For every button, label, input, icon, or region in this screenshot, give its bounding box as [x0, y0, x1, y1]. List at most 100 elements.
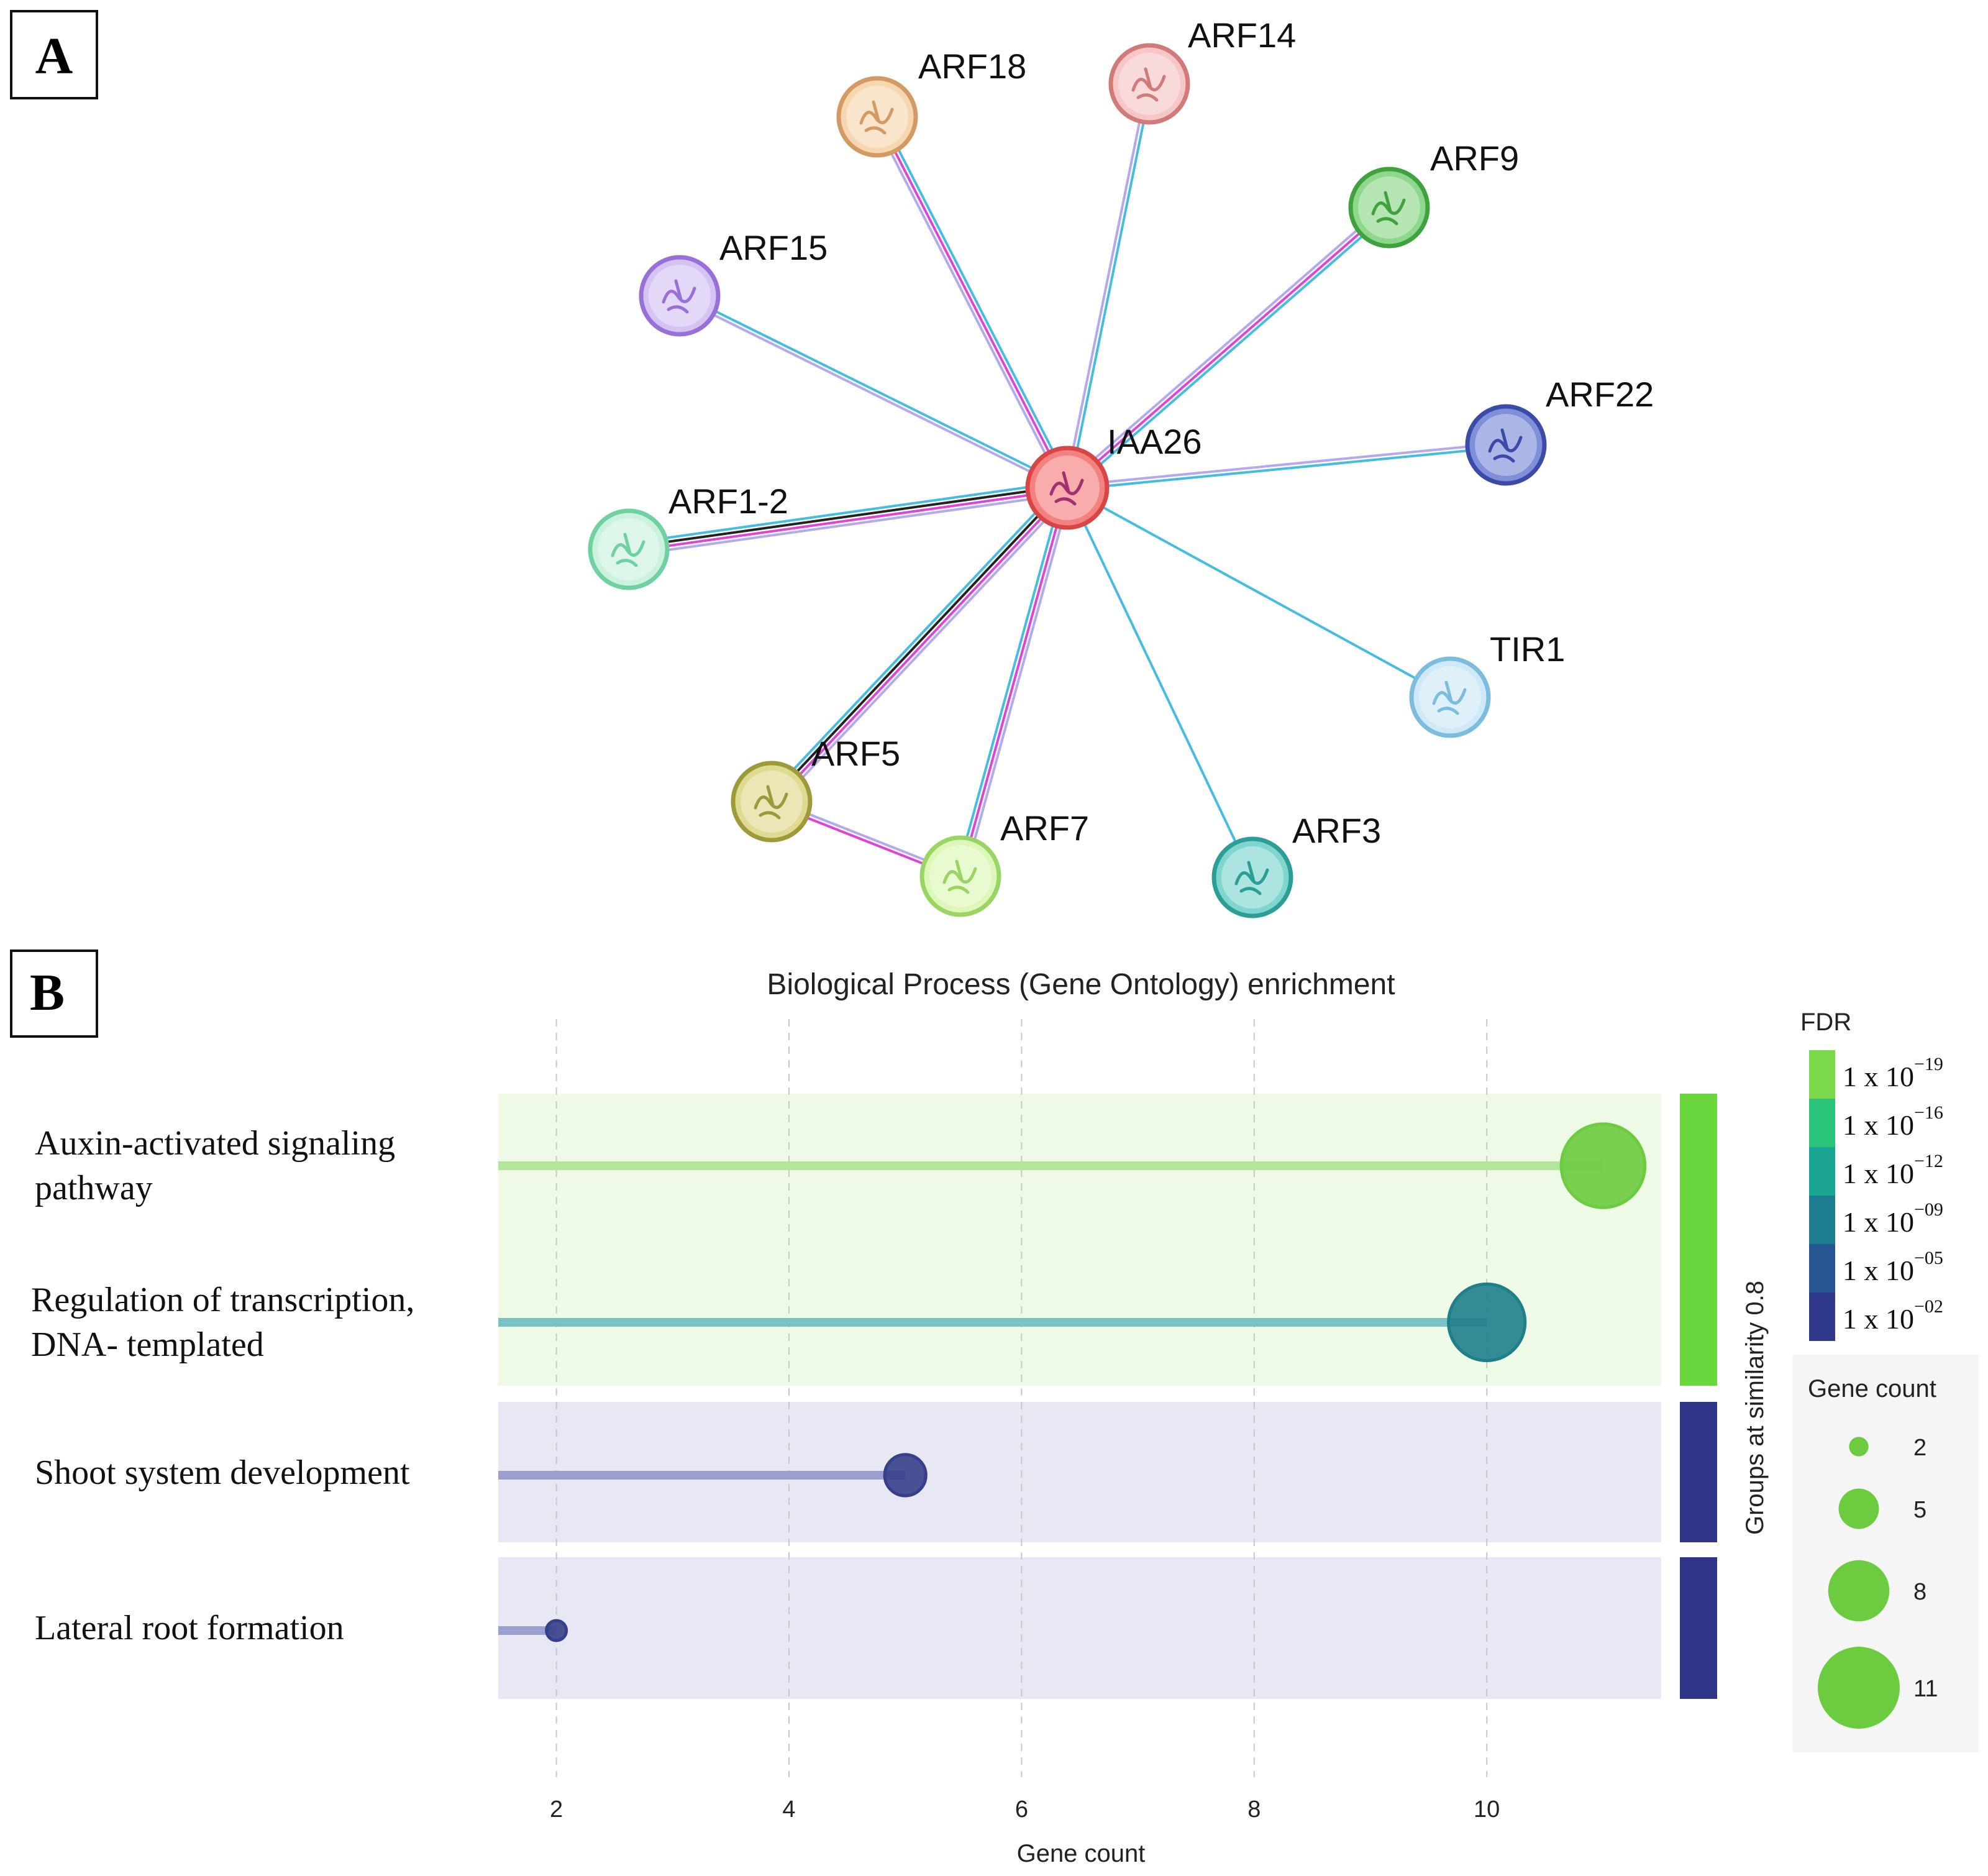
lollipop-dot-1[interactable]	[1447, 1282, 1527, 1363]
term-label-line: Lateral root formation	[35, 1609, 344, 1647]
structure-strand	[611, 533, 645, 567]
size-legend-dot-5	[1838, 1488, 1879, 1529]
node-arf15[interactable]: ARF15	[639, 228, 828, 337]
node-label-tir1: TIR1	[1490, 629, 1565, 669]
node-label-arf7: ARF7	[1000, 808, 1089, 848]
edge-line	[627, 480, 1067, 545]
edge-iaa26-arf1-2	[627, 480, 1069, 557]
fdr-exponent: −16	[1914, 1102, 1943, 1123]
edge-line	[1067, 487, 1451, 698]
term-labels: Auxin-activated signaling pathwayRegulati…	[31, 1124, 414, 1647]
edge-line	[959, 487, 1069, 877]
edge-line	[769, 485, 1067, 802]
group-band-3	[498, 1557, 1661, 1699]
edge-iaa26-arf9	[1064, 203, 1393, 492]
edge-iaa26-arf7	[955, 486, 1073, 878]
lollipop-dot-3[interactable]	[545, 1619, 568, 1642]
term-label-1: Regulation of transcription,DNA- templat…	[31, 1281, 414, 1364]
node-arf5[interactable]: ARF5	[731, 734, 900, 843]
protein-structure-icon	[1371, 191, 1406, 226]
node-arf22[interactable]: ARF22	[1465, 375, 1654, 486]
node-iaa26[interactable]: IAA26	[1025, 422, 1202, 530]
structure-strand	[1049, 471, 1084, 506]
edge-line	[775, 491, 1073, 807]
protein-structure-icon	[1234, 861, 1269, 895]
edge-line	[1069, 209, 1393, 492]
node-arf9[interactable]: ARF9	[1348, 139, 1519, 249]
fdr-label-4: 1 x 10−05	[1843, 1248, 1943, 1286]
fdr-exponent: −19	[1914, 1054, 1943, 1074]
edge-line	[1066, 206, 1390, 489]
protein-structure-icon	[859, 100, 894, 135]
edge-line	[1068, 84, 1153, 489]
fdr-label-2: 1 x 10−12	[1843, 1151, 1943, 1189]
panel-a: A ARF18ARF14ARF9ARF15ARF22ARF1-2TIR1ARF5…	[10, 10, 1654, 918]
term-label-line: Auxin-activated signaling	[35, 1124, 395, 1163]
edge-line	[1064, 83, 1149, 488]
gene-count-legend-title: Gene count	[1808, 1375, 1936, 1402]
size-legend-label-11: 11	[1913, 1676, 1938, 1702]
node-label-arf22: ARF22	[1546, 375, 1654, 414]
node-label-arf1-2: ARF1-2	[668, 482, 788, 521]
edge-iaa26-arf15	[678, 293, 1069, 491]
chart-marks	[498, 1122, 1647, 1642]
edge-line	[772, 488, 1070, 804]
size-legend-label-2: 2	[1913, 1435, 1926, 1461]
term-label-line: Regulation of transcription,	[31, 1281, 414, 1319]
protein-structure-icon	[662, 279, 696, 314]
structure-strand	[942, 859, 977, 894]
fdr-label-5: 1 x 10−02	[1843, 1296, 1943, 1335]
protein-structure-icon	[1432, 680, 1467, 715]
term-label-2: Shoot system development	[35, 1453, 410, 1492]
node-arf7[interactable]: ARF7	[919, 808, 1089, 917]
x-axis-label: Gene count	[1017, 1840, 1146, 1867]
edge-iaa26-arf14	[1064, 83, 1153, 489]
edge-line	[680, 293, 1069, 487]
fdr-exponent: −12	[1914, 1151, 1943, 1171]
fdr-mantissa: 1 x 10	[1843, 1255, 1914, 1286]
group-bar-2	[1680, 1402, 1717, 1542]
node-arf3[interactable]: ARF3	[1211, 811, 1381, 918]
size-legend-dot-8	[1828, 1560, 1890, 1622]
edge-line	[1064, 203, 1388, 486]
node-label-arf18: ARF18	[918, 47, 1026, 86]
protein-structure-icon	[611, 533, 645, 567]
size-legend-label-8: 8	[1913, 1579, 1926, 1605]
edge-line	[955, 486, 1065, 876]
fdr-swatch-0	[1809, 1050, 1835, 1099]
protein-structure-icon	[1131, 67, 1166, 102]
protein-structure-icon	[1049, 471, 1084, 506]
node-arf14[interactable]: ARF14	[1108, 16, 1296, 125]
term-label-0: Auxin-activated signaling pathway	[35, 1124, 395, 1207]
edge-iaa26-arf3	[1066, 487, 1254, 878]
size-legend-dot-11	[1818, 1647, 1900, 1729]
term-label-3: Lateral root formation	[35, 1609, 344, 1647]
structure-strand	[754, 785, 788, 820]
edge-iaa26-arf5	[766, 482, 1073, 807]
lollipop-dot-2[interactable]	[883, 1453, 928, 1498]
protein-structure-icon	[754, 785, 788, 820]
fdr-mantissa: 1 x 10	[1843, 1206, 1914, 1238]
group-axis-label: Groups at similarity 0.8	[1741, 1281, 1769, 1535]
node-arf1-2[interactable]: ARF1-2	[588, 482, 788, 590]
network-nodes: ARF18 ARF14ARF9ARF15ARF22ARF1-2TIR1ARF5AR…	[588, 16, 1654, 918]
edge-line	[872, 118, 1065, 490]
protein-structure-icon	[1488, 428, 1523, 463]
structure-strand	[1432, 680, 1467, 715]
x-tick-label-2: 2	[550, 1796, 563, 1823]
node-arf18[interactable]: ARF18	[836, 47, 1026, 158]
fdr-exponent: −05	[1914, 1248, 1943, 1268]
term-label-line: Shoot system development	[35, 1453, 410, 1492]
term-label-line: pathway	[35, 1169, 153, 1207]
node-tir1[interactable]: TIR1	[1409, 629, 1565, 738]
edge-line	[628, 484, 1067, 549]
lollipop-dot-0[interactable]	[1559, 1122, 1647, 1209]
fdr-label-1: 1 x 10−16	[1843, 1102, 1943, 1141]
x-tick-label-6: 6	[1015, 1796, 1028, 1823]
edge-line	[876, 116, 1069, 488]
fdr-label-0: 1 x 10−19	[1843, 1054, 1943, 1092]
panel-a-letter-box	[10, 10, 98, 99]
size-legend-dot-2	[1849, 1437, 1869, 1457]
edge-line	[880, 114, 1072, 487]
